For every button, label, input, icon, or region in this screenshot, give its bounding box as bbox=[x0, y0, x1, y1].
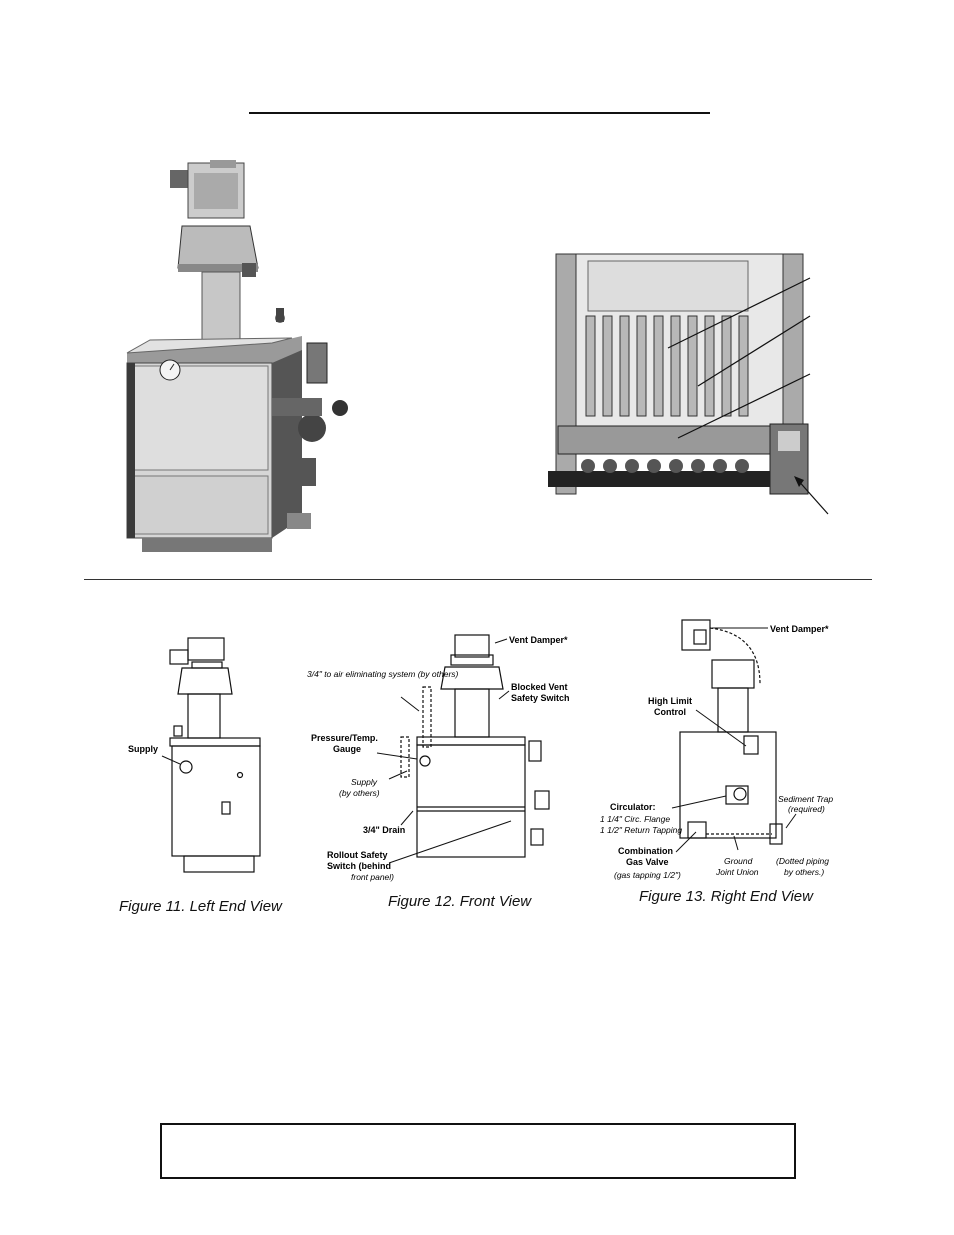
label-gas-valve-1: Combination bbox=[618, 846, 673, 856]
label-dotted-1: (Dotted piping bbox=[776, 856, 829, 866]
figure-12-drawing: Vent Damper* 3/4" to air eliminating sys… bbox=[307, 634, 570, 882]
label-sediment-1: Sediment Trap bbox=[778, 794, 833, 804]
label-flange: 1 1/4" Circ. Flange bbox=[600, 814, 670, 824]
label-vent-damper: Vent Damper* bbox=[509, 635, 568, 645]
label-union-1: Ground bbox=[724, 856, 753, 866]
label-rollout-3: front panel) bbox=[351, 872, 394, 882]
label-supply-1: Supply bbox=[351, 777, 378, 787]
label-high-limit-1: High Limit bbox=[648, 696, 692, 706]
label-pressure-2: Gauge bbox=[333, 744, 361, 754]
burner-tray-photo bbox=[548, 246, 838, 526]
label-blocked-vent-2: Safety Switch bbox=[511, 693, 570, 703]
label-blocked-vent-1: Blocked Vent bbox=[511, 682, 568, 692]
figure-12-caption: Figure 12. Front View bbox=[388, 893, 532, 910]
section-divider bbox=[84, 579, 872, 580]
label-pressure-1: Pressure/Temp. bbox=[311, 733, 378, 743]
label-dotted-2: by others.) bbox=[784, 867, 824, 877]
label-supply-2: (by others) bbox=[339, 788, 380, 798]
notice-box bbox=[160, 1123, 796, 1179]
label-rollout-2: Switch (behind bbox=[327, 861, 391, 871]
label-vent-damper-13: Vent Damper* bbox=[770, 624, 829, 634]
label-air-eliminating: 3/4" to air eliminating system (by other… bbox=[307, 669, 459, 679]
figure-11-drawing: Supply bbox=[128, 637, 261, 873]
label-return: 1 1/2" Return Tapping bbox=[600, 825, 682, 835]
label-union-2: Joint Union bbox=[715, 867, 759, 877]
label-rollout-1: Rollout Safety bbox=[327, 850, 388, 860]
figure-11-caption: Figure 11. Left End View bbox=[119, 898, 282, 915]
label-drain: 3/4" Drain bbox=[363, 825, 405, 835]
label-gas-valve-2: Gas Valve bbox=[626, 857, 669, 867]
title-rule bbox=[249, 112, 710, 114]
label-supply: Supply bbox=[128, 744, 158, 754]
boiler-photo bbox=[122, 158, 352, 558]
label-high-limit-2: Control bbox=[654, 707, 686, 717]
figure-13-drawing: Vent Damper* High Limit Control Sediment… bbox=[600, 619, 833, 880]
label-gas-tapping: (gas tapping 1/2") bbox=[614, 870, 681, 880]
figure-13-caption: Figure 13. Right End View bbox=[639, 888, 813, 905]
label-circulator: Circulator: bbox=[610, 802, 656, 812]
notice-text bbox=[162, 1125, 794, 1161]
label-sediment-2: (required) bbox=[788, 804, 825, 814]
